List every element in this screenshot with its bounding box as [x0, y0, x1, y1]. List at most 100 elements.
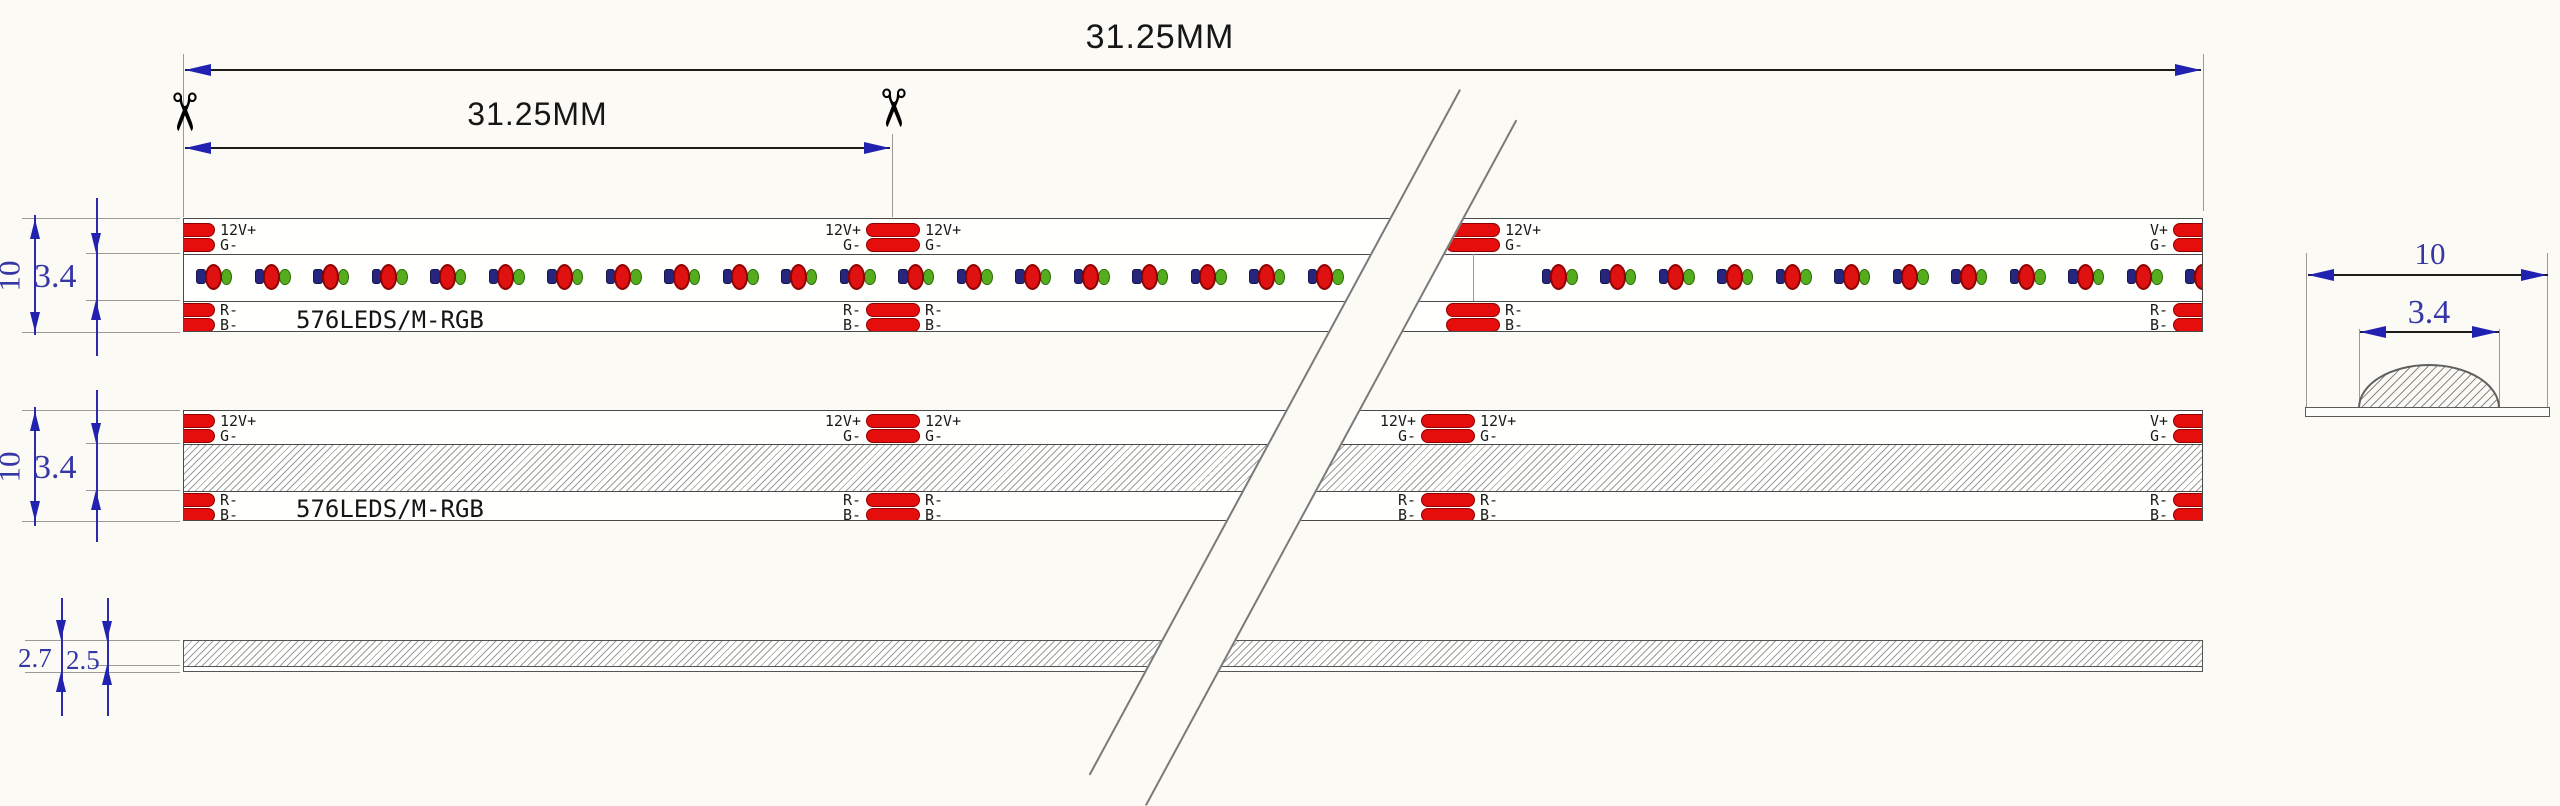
- pad-label: 12V+: [220, 412, 257, 430]
- rgb-led-cluster: [898, 263, 934, 290]
- arrowhead-up-icon: [102, 665, 112, 685]
- solder-pad: [1446, 238, 1500, 252]
- arrowhead-right-icon: [864, 142, 890, 154]
- pad-label: B-: [2149, 506, 2168, 521]
- led-chip-red: [1784, 263, 1802, 290]
- led-chip-green: [630, 268, 642, 285]
- rgb-led-cluster: [196, 263, 232, 290]
- pad-label: B-: [925, 316, 944, 332]
- led-chip-green: [1098, 268, 1110, 285]
- pad-label: R-: [2149, 301, 2168, 319]
- rgb-led-cluster: [722, 263, 759, 290]
- led-chip-green: [1624, 268, 1636, 285]
- extension-line: [2547, 253, 2548, 407]
- arrowhead-down-icon: [102, 621, 112, 641]
- solder-pad: [2173, 303, 2202, 317]
- rgb-led-cluster: [430, 263, 466, 290]
- pad-label: G-: [1480, 427, 1499, 445]
- led-band-width-label: 3.4: [34, 449, 77, 486]
- total-thickness-label: 2.7: [18, 643, 52, 673]
- arrowhead-down-icon: [30, 501, 40, 521]
- rgb-led-cluster: [2068, 263, 2104, 290]
- led-chip-red: [906, 263, 924, 290]
- extension-line: [22, 332, 180, 333]
- solder-pad: [184, 508, 215, 520]
- led-chip-green: [571, 268, 583, 285]
- led-chip-red: [1959, 263, 1977, 290]
- rgb-led-cluster: [1892, 263, 1929, 290]
- rgb-led-cluster: [1775, 263, 1812, 290]
- led-chip-green: [1858, 268, 1870, 285]
- rgb-led-cluster: [1600, 263, 1636, 290]
- led-chip-red: [380, 263, 398, 290]
- strip-inner-line: [184, 254, 2202, 255]
- extension-line: [22, 218, 180, 219]
- pad-label: G-: [220, 427, 239, 445]
- solder-pad: [1446, 303, 1500, 317]
- led-chip-red: [1082, 263, 1100, 290]
- led-chip-red: [1608, 263, 1626, 290]
- solder-pad: [866, 414, 920, 428]
- solder-pad-group: 12V+12V+G-G-R-R-B-B-: [825, 411, 961, 520]
- rgb-led-cluster: [2126, 263, 2163, 290]
- rgb-led-cluster: [956, 263, 993, 290]
- rgb-led-cluster: [1190, 263, 1227, 290]
- strip-width-label: 10: [0, 260, 27, 292]
- solder-pad: [866, 223, 920, 237]
- solder-pad: [184, 238, 215, 252]
- rgb-led-cluster: [839, 263, 876, 290]
- rgb-led-cluster: [664, 263, 700, 290]
- extension-line-right-end: [2203, 54, 2204, 211]
- pad-label: V+: [2149, 412, 2168, 430]
- rgb-led-cluster: [488, 263, 525, 290]
- pad-label: B-: [925, 506, 944, 521]
- pad-label: G-: [1505, 236, 1524, 254]
- solder-pad: [2173, 414, 2202, 428]
- density-label: 576LEDS/M-RGB: [296, 495, 484, 521]
- pad-label: B-: [842, 506, 861, 521]
- pad-label: G-: [842, 427, 861, 445]
- solder-pad: [1421, 429, 1475, 443]
- arrowhead-left-icon: [2308, 269, 2334, 281]
- extension-line: [22, 521, 180, 522]
- led-chip-red: [1901, 263, 1919, 290]
- solder-pad: [184, 414, 215, 428]
- pad-label: G-: [925, 427, 944, 445]
- arrowhead-left-icon: [185, 64, 211, 76]
- width-dimension-line: [34, 215, 36, 335]
- solder-pad-group: 12V+G-R-B-: [184, 411, 256, 520]
- arrowhead-left-icon: [185, 142, 211, 154]
- led-chip-red: [1140, 263, 1158, 290]
- led-chip-red: [1023, 263, 1041, 290]
- pad-label: R-: [842, 491, 861, 509]
- pad-label: B-: [220, 316, 239, 332]
- led-chip-red: [1316, 263, 1334, 290]
- led-band-width-label: 3.4: [34, 258, 77, 295]
- arrowhead-right-icon: [2175, 64, 2201, 76]
- led-chip-red: [614, 263, 632, 290]
- pad-label: V+: [2149, 221, 2168, 239]
- pad-label: B-: [842, 316, 861, 332]
- dome-width-label: 3.4: [2407, 294, 2451, 331]
- led-chip-green: [1332, 268, 1344, 285]
- solder-pad: [1446, 318, 1500, 331]
- solder-pad: [184, 223, 215, 237]
- led-chip-green: [337, 268, 349, 285]
- led-strip-dimension-drawing: 31.25MM 31.25MM ✂ ✂ 10 3.4 10 3.4 2.7 2.…: [0, 18, 2550, 806]
- led-chip-red: [2018, 263, 2036, 290]
- phosphor-band: [184, 445, 2202, 491]
- rgb-led-cluster: [781, 263, 817, 290]
- rgb-led-cluster: [254, 263, 291, 290]
- rgb-led-cluster: [605, 263, 642, 290]
- solder-pad: [866, 508, 920, 520]
- rgb-led-cluster: [2009, 263, 2046, 290]
- rgb-led-cluster: [1834, 263, 1870, 290]
- rgb-led-cluster: [1073, 263, 1110, 290]
- extension-line: [86, 253, 180, 254]
- solder-pad: [2173, 429, 2202, 443]
- led-chip-red: [789, 263, 807, 290]
- extension-line: [86, 300, 180, 301]
- width-dimension-line: [34, 407, 36, 526]
- extension-line: [86, 490, 180, 491]
- solder-pad-group: V+G-R-B-: [2150, 411, 2202, 520]
